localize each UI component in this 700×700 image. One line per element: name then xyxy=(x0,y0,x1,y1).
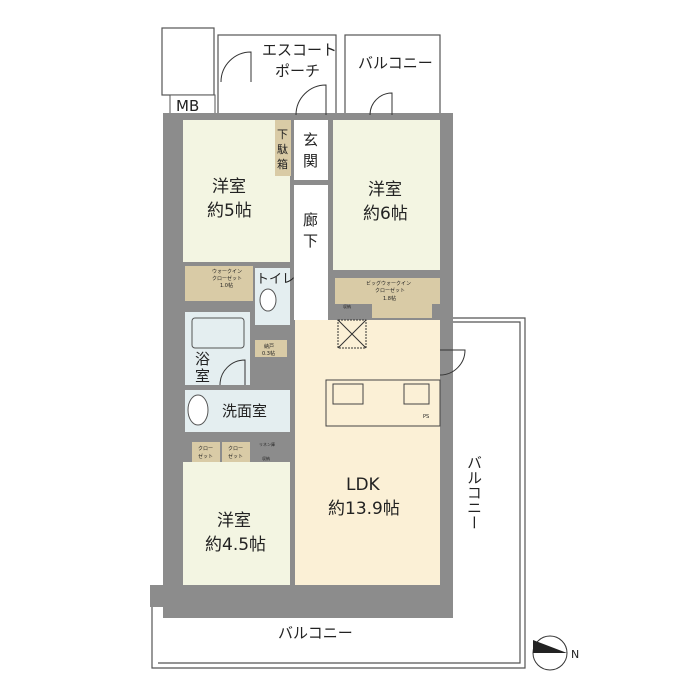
bigwic-label-3: 1.8帖 xyxy=(383,295,396,302)
vent-box xyxy=(337,319,367,349)
shoe-closet xyxy=(275,120,291,176)
ldk-name: LDK xyxy=(346,475,381,495)
bedroom1-size: 約5帖 xyxy=(207,201,252,221)
closet-a-label-2: ゼット xyxy=(198,453,213,460)
bedroom2-size: 約6帖 xyxy=(363,204,408,224)
shoe-label-2: 駄 xyxy=(277,142,288,156)
storage-small-label: 収納 xyxy=(343,303,351,309)
ps-label: PS xyxy=(423,414,429,420)
bath-label-1: 浴 xyxy=(195,350,210,368)
hallway xyxy=(294,185,328,320)
shoe-label-3: 箱 xyxy=(277,157,288,171)
entrance-label-1: 玄 xyxy=(303,131,318,149)
wic-1 xyxy=(185,266,253,301)
bedroom-6 xyxy=(333,120,440,270)
storage2-label: 収納 xyxy=(262,455,270,461)
closet-a xyxy=(192,442,220,462)
toilet-label: トイレ xyxy=(256,272,295,287)
closet-b xyxy=(222,442,250,462)
bedroom3-name: 洋室 xyxy=(217,511,251,531)
closet-a-label-1: クロー xyxy=(198,446,213,452)
big-wic xyxy=(335,278,440,304)
porch-label: エスコート xyxy=(262,41,337,59)
bedroom-5 xyxy=(183,120,290,262)
balcony-bottom-label: バルコニー xyxy=(278,624,353,642)
bedroom-4-5 xyxy=(183,462,290,585)
doors xyxy=(219,51,466,386)
compass-icon: N xyxy=(532,635,579,671)
nando-label-2: 0.3帖 xyxy=(262,350,275,357)
washroom-label: 洗面室 xyxy=(222,402,267,420)
bedroom3-size: 約4.5帖 xyxy=(205,535,266,555)
kitchen-counter xyxy=(325,379,441,427)
bath-label-2: 室 xyxy=(195,367,210,385)
hall-label-2: 下 xyxy=(303,232,318,250)
linen-label: リネン庫 xyxy=(259,441,275,447)
wic1-label-3: 1.0帖 xyxy=(220,282,233,289)
bedroom1-name: 洋室 xyxy=(212,177,246,197)
shoe-label-1: 下 xyxy=(277,128,288,141)
porch-label-2: ポーチ xyxy=(275,62,320,80)
ldk-size: 約13.9帖 xyxy=(328,499,400,519)
compass-label: N xyxy=(571,648,579,661)
ldk xyxy=(295,320,440,585)
closet-b-label-2: ゼット xyxy=(228,453,243,460)
closet-b-label-1: クロー xyxy=(228,446,243,452)
mb-label: MB xyxy=(176,97,199,115)
bigwic-label-1: ビッグウォークイン xyxy=(366,280,411,287)
entrance xyxy=(294,120,328,180)
bedroom2-name: 洋室 xyxy=(368,180,402,200)
hall-label-1: 廊 xyxy=(303,211,318,229)
nando-label-1: 納戸 xyxy=(264,343,274,350)
wic1-label-2: クローゼット xyxy=(212,275,242,282)
balcony-right-label: バルコニー xyxy=(465,455,483,530)
nando xyxy=(255,340,287,357)
bigwic-label-2: クローゼット xyxy=(375,287,405,294)
entrance-label-2: 関 xyxy=(303,152,318,170)
balcony-top-label: バルコニー xyxy=(358,54,433,72)
wic1-label-1: ウォークイン xyxy=(212,268,242,275)
